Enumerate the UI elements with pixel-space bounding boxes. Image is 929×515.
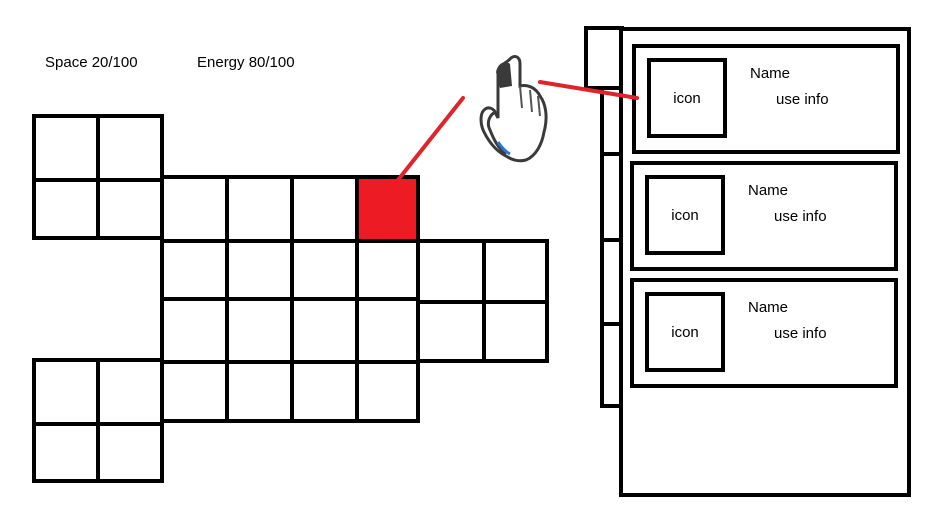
selected-grid-cell[interactable]: [355, 175, 420, 243]
grid-cell[interactable]: [160, 239, 229, 301]
item-use-info: use info: [774, 208, 827, 225]
inventory-item[interactable]: icon Name use info: [630, 161, 898, 271]
item-use-info: use info: [774, 325, 827, 342]
item-use-info: use info: [776, 91, 829, 108]
item-icon: icon: [647, 58, 727, 138]
inventory-panel: icon Name use info icon Name use info ic…: [619, 27, 911, 497]
grid-cell[interactable]: [482, 300, 549, 363]
grid-cell[interactable]: [290, 360, 359, 423]
space-stat: Space 20/100: [45, 54, 138, 71]
grid-cell[interactable]: [225, 239, 294, 301]
grid-cell[interactable]: [355, 297, 420, 364]
grid-cell[interactable]: [290, 175, 359, 243]
item-icon: icon: [645, 175, 725, 255]
grid-cell[interactable]: [290, 239, 359, 301]
grid-cell[interactable]: [225, 360, 294, 423]
grid-cell[interactable]: [32, 422, 100, 483]
item-icon: icon: [645, 292, 725, 372]
inventory-item[interactable]: icon Name use info: [630, 278, 898, 388]
grid-cell[interactable]: [416, 300, 486, 363]
grid-cell[interactable]: [96, 358, 164, 426]
grid-cell[interactable]: [96, 422, 164, 483]
grid-cell[interactable]: [160, 360, 229, 423]
grid-cell[interactable]: [355, 360, 420, 423]
grid-cell[interactable]: [96, 114, 164, 182]
grid-cell[interactable]: [160, 297, 229, 364]
grid-cell[interactable]: [225, 297, 294, 364]
energy-stat: Energy 80/100: [197, 54, 295, 71]
grid-cell[interactable]: [225, 175, 294, 243]
inventory-item[interactable]: icon Name use info: [632, 44, 900, 154]
item-name: Name: [750, 65, 791, 82]
grid-cell[interactable]: [290, 297, 359, 364]
grid-cell[interactable]: [32, 114, 100, 182]
item-name: Name: [748, 182, 789, 199]
item-name: Name: [748, 299, 789, 316]
grid-cell[interactable]: [32, 178, 100, 240]
panel-back-frame: [584, 26, 624, 90]
grid-cell[interactable]: [416, 239, 486, 304]
grid-cell[interactable]: [32, 358, 100, 426]
grid-cell[interactable]: [482, 239, 549, 304]
grid-cell[interactable]: [96, 178, 164, 240]
grid-cell[interactable]: [355, 239, 420, 301]
grid-cell[interactable]: [160, 175, 229, 243]
